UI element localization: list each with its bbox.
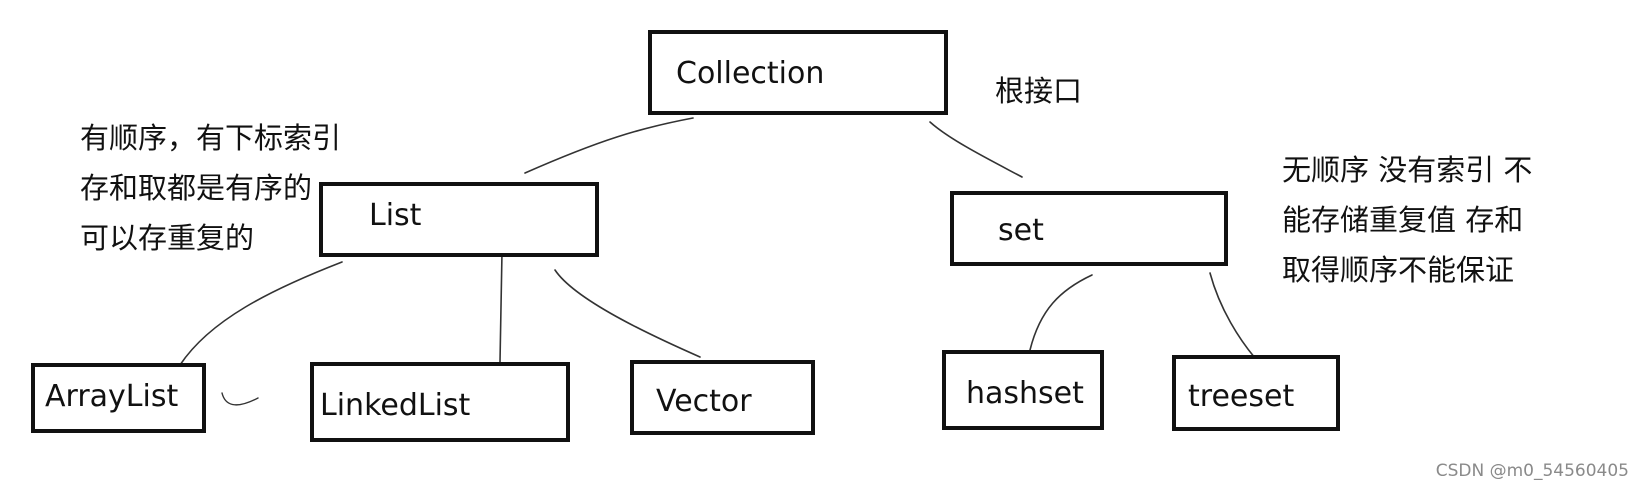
list-description-line: 可以存重复的: [80, 221, 255, 255]
set-description-line: 无顺序 没有索引 不: [1282, 153, 1533, 187]
hashset-label: hashset: [966, 376, 1084, 411]
linkedlist-box: LinkedList: [310, 362, 570, 442]
edge-set-hashset: [1029, 274, 1093, 351]
list-box: List: [319, 182, 599, 257]
set-description: 无顺序 没有索引 不 能存储重复值 存和 取得顺序不能保证: [1282, 145, 1532, 295]
list-description: 有顺序，有下标索引 存和取都是有序的 可以存重复的: [80, 113, 341, 263]
arraylist-label: ArrayList: [45, 379, 179, 414]
check-mark-arraylist: [221, 392, 259, 406]
set-box: set: [950, 191, 1228, 266]
root-interface-note: 根接口: [995, 74, 1083, 108]
vector-label: Vector: [656, 384, 752, 419]
edge-list-vector: [554, 269, 701, 358]
treeset-label: treeset: [1188, 379, 1295, 414]
vector-box: Vector: [630, 360, 815, 435]
set-description-line: 能存储重复值 存和: [1282, 203, 1524, 237]
edge-set-treeset: [1209, 272, 1256, 359]
list-description-line: 存和取都是有序的: [80, 171, 313, 205]
csdn-watermark: CSDN @m0_54560405: [1435, 461, 1629, 481]
collection-label: Collection: [676, 56, 825, 91]
collection-box: Collection: [648, 30, 948, 115]
set-label: set: [998, 213, 1044, 248]
list-description-line: 有顺序，有下标索引: [80, 121, 342, 155]
edge-list-arraylist: [179, 261, 343, 366]
edge-collection-set: [929, 121, 1023, 178]
hashset-box: hashset: [942, 350, 1104, 430]
linkedlist-label: LinkedList: [320, 388, 471, 423]
edge-collection-list: [524, 117, 694, 174]
set-description-line: 取得顺序不能保证: [1282, 253, 1515, 287]
arraylist-box: ArrayList: [31, 363, 206, 433]
edge-list-linkedlist: [499, 251, 503, 363]
treeset-box: treeset: [1172, 355, 1340, 431]
list-label: List: [369, 198, 422, 233]
